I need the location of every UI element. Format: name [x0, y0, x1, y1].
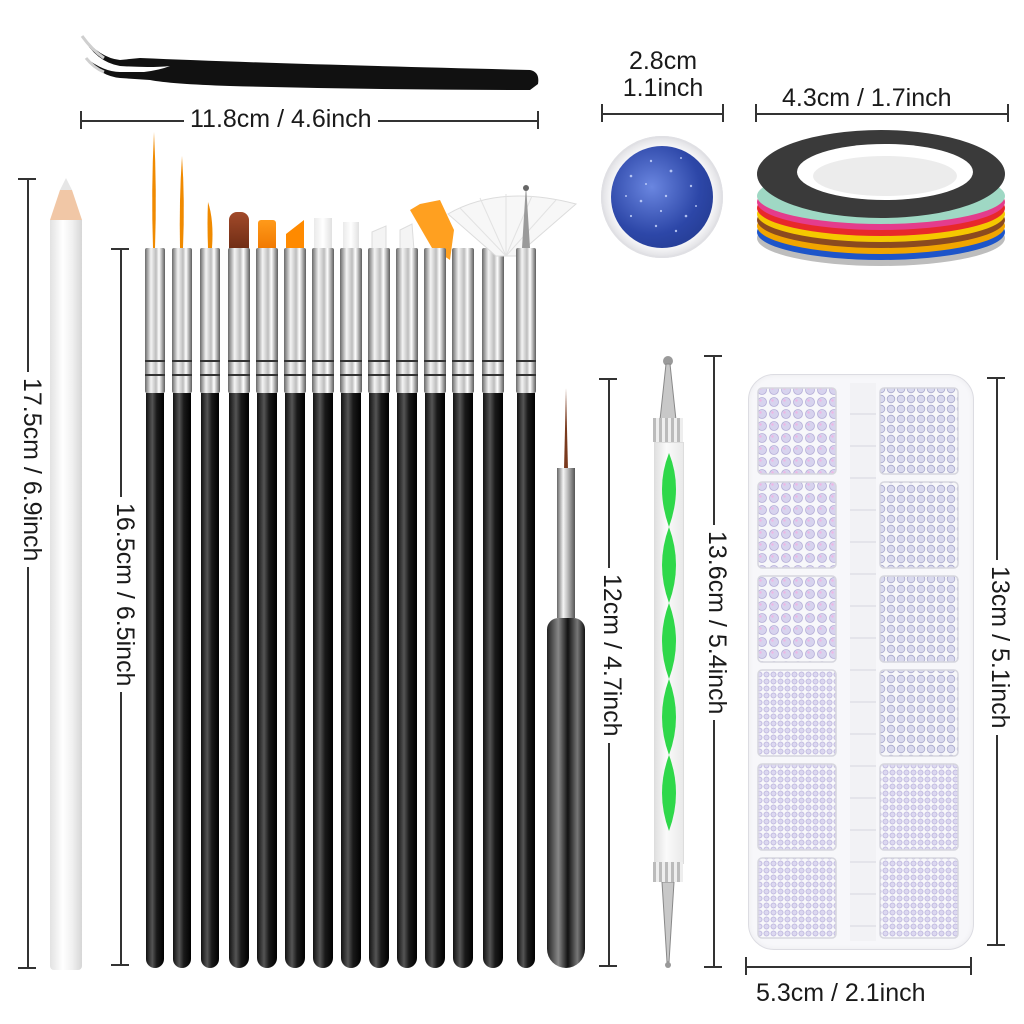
tape-roll-icon: [757, 130, 1005, 266]
glitter-jar: [601, 136, 723, 258]
pencil-tip-icon: [50, 178, 82, 220]
tape-size-label: 4.3cm / 1.7inch: [776, 86, 958, 111]
orange-fan-bristle-icon: [410, 200, 454, 260]
glitter-size-label: 2.8cm 1.1inch: [598, 48, 728, 102]
glitter-dimension-line: [601, 113, 723, 115]
white-angled-bristle-icon: [399, 223, 415, 250]
tick: [987, 944, 1005, 946]
dot-tip-top-icon: [659, 356, 677, 421]
green-spiral-icon: [662, 453, 676, 831]
tick: [987, 377, 1005, 379]
brush-2: [172, 130, 192, 968]
brush-8: [340, 130, 362, 968]
brush-set: [140, 130, 578, 970]
dotting-tool-body: [654, 442, 684, 864]
case-width-dimension-line: [745, 966, 971, 968]
liner-tip-icon: [564, 388, 568, 470]
liner-handle: [547, 618, 585, 968]
short-liner-bristle-icon: [207, 202, 213, 248]
dot-tip-bottom-icon: [661, 882, 675, 968]
pencil-dimension-line: [27, 178, 29, 968]
rhinestone-grid-icon: [757, 387, 959, 939]
tick: [18, 967, 36, 969]
dotting-tool-collar-bottom: [653, 862, 683, 882]
glitter-size-inch: 1.1inch: [622, 74, 704, 102]
white-angled-bristle-icon: [371, 225, 387, 250]
tweezers-size-label: 11.8cm / 4.6inch: [184, 107, 378, 132]
white-flat-bristle: [314, 218, 332, 250]
flat-bristle: [258, 220, 276, 250]
liner-ferrule: [557, 468, 575, 618]
tick: [704, 966, 722, 968]
brush-12: [452, 130, 474, 968]
tick: [599, 965, 617, 967]
brush-6: [284, 130, 306, 968]
angled-bristle-icon: [286, 220, 304, 250]
brush-7: [312, 130, 334, 968]
sparkle-icon: [625, 157, 697, 233]
tick: [755, 104, 757, 122]
pencil-body: [50, 220, 82, 970]
tick: [111, 964, 129, 966]
brush-1: [145, 130, 165, 968]
tick: [537, 111, 539, 129]
dotting-tool-size-label: 13.6cm / 5.4inch: [703, 525, 731, 721]
brush-4: [228, 130, 250, 968]
brush-3: [200, 130, 220, 968]
fine-tip-icon: [522, 184, 530, 248]
tick: [704, 355, 722, 357]
glitter-size-cm: 2.8cm: [628, 47, 698, 75]
striper-bristle-icon: [152, 132, 156, 248]
striping-tape-rolls: [755, 128, 1007, 268]
brush-13: [482, 130, 504, 968]
tweezers: [80, 28, 540, 98]
tick: [601, 104, 603, 122]
tick: [18, 178, 36, 180]
white-pencil: [48, 176, 84, 972]
dotting-tool-collar: [653, 418, 683, 442]
tick: [722, 104, 724, 122]
white-flat-bristle: [343, 222, 359, 250]
tape-dimension-line: [755, 113, 1008, 115]
dotting-tool: [650, 354, 686, 970]
tick: [111, 248, 129, 250]
liner-size-label: 12cm / 4.7inch: [598, 568, 626, 743]
brush-set-size-label: 16.5cm / 6.5inch: [111, 497, 139, 693]
tick: [1007, 104, 1009, 122]
liner-bristle-icon: [179, 156, 184, 248]
brush-5: [256, 130, 278, 968]
glitter-powder: [611, 146, 713, 248]
brush-9: [368, 130, 390, 968]
case-height-label: 13cm / 5.1inch: [986, 560, 1014, 735]
case-width-label: 5.3cm / 2.1inch: [756, 979, 926, 1007]
white-fan-bristle-icon: [447, 194, 578, 257]
tick: [599, 378, 617, 380]
brush-10: [396, 130, 418, 968]
brush-14-dotting-detail: [516, 130, 536, 968]
tweezers-icon: [80, 35, 539, 90]
round-bristle: [229, 212, 249, 250]
brush-11: [410, 130, 454, 968]
liner-brush: [545, 388, 587, 968]
case-center-divider: [850, 383, 876, 941]
tick: [970, 957, 972, 975]
rhinestone-compartments: [756, 384, 966, 944]
tick: [745, 957, 747, 975]
tick: [80, 111, 82, 129]
pencil-size-label: 17.5cm / 6.9inch: [18, 372, 46, 568]
